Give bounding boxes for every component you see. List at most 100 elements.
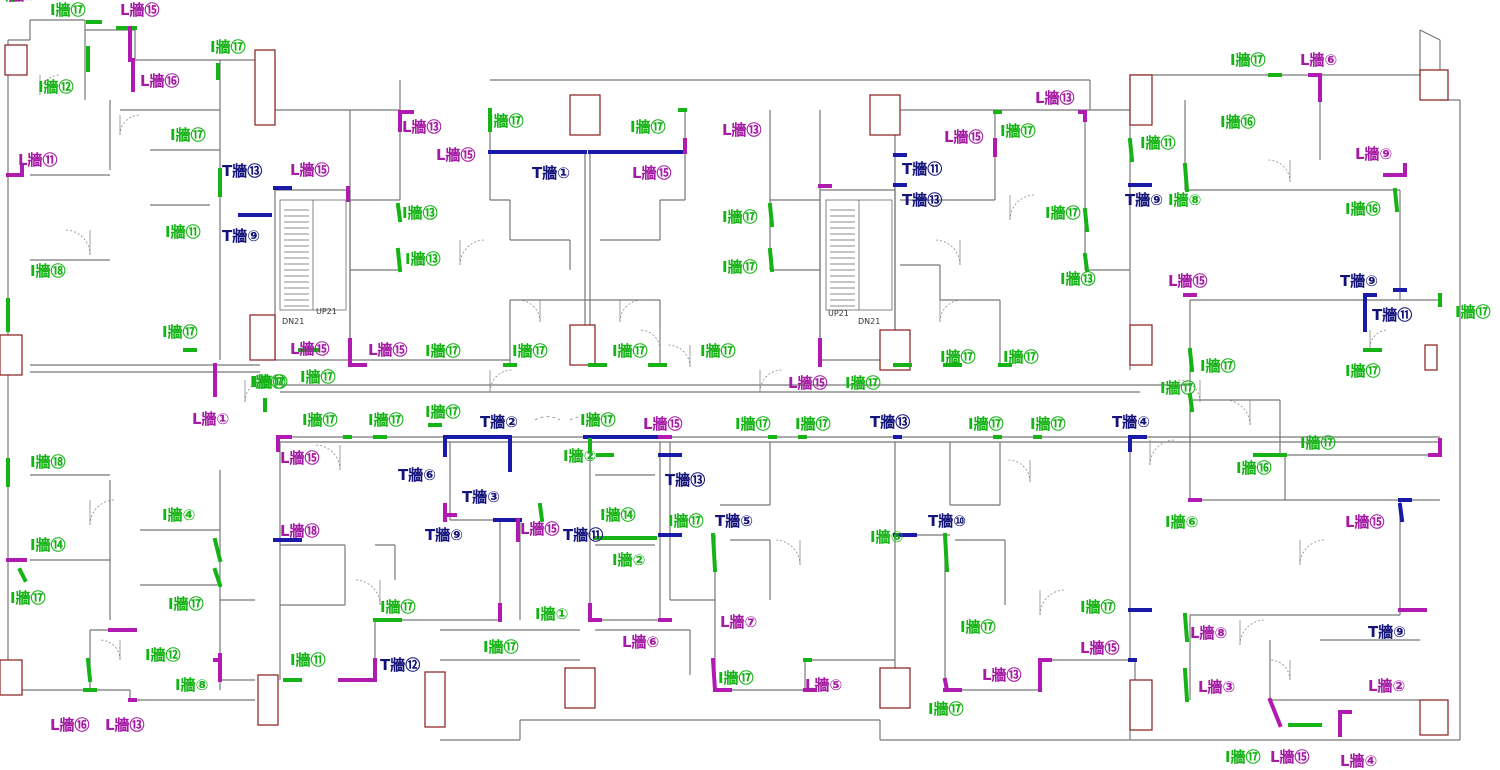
wall-label-i: I牆⑰ [162,323,198,341]
wall-label-t: T牆④ [1112,413,1150,431]
wall-label-i: I牆⑰ [10,589,46,607]
wall-label-i: I牆⑰ [1345,362,1381,380]
wall-label-l: L牆⑦ [720,613,757,631]
wall-label-i: I牆⑥ [870,528,903,546]
stair-label: UP21 [828,309,849,318]
wall-label-i: I牆② [563,447,596,465]
wall-label-t: T牆⑨ [425,526,463,544]
wall-label-t: T牆⑬ [665,471,705,489]
wall-label-i: I牆⑰ [1455,303,1491,321]
wall-label-i: I牆⑰ [512,342,548,360]
wall-label-i: I牆⑰ [1225,748,1261,766]
wall-label-i: I牆⑰ [168,595,204,613]
wall-label-l: L牆⑯ [50,716,90,734]
wall-label-l: L牆⑥ [1300,51,1337,69]
wall-label-i: I牆⑰ [250,373,286,391]
wall-label-i: I牆⑭ [30,536,66,554]
wall-label-i: I牆⑬ [1060,270,1096,288]
wall-label-l: L牆⑬ [105,716,145,734]
wall-label-l: L牆⑧ [1190,624,1227,642]
wall-label-t: T牆⑬ [902,191,942,209]
wall-label-i: I牆⑰ [968,415,1004,433]
door-swings [39,74,1389,681]
wall-label-i: I牆⑰ [425,403,461,421]
wall-label-l: L牆① [192,410,229,428]
wall-label-l: L牆⑮ [1345,513,1385,531]
stair-label: DN21 [858,317,880,326]
wall-label-i: I牆① [535,605,568,623]
wall-label-l: L牆⑬ [402,118,442,136]
wall-label-i: I牆⑯ [1345,200,1381,218]
wall-label-t: T牆⑪ [902,160,942,178]
wall-label-t: T牆③ [462,488,500,506]
wall-label-i: I牆⑰ [252,373,288,391]
wall-label-i: I牆⑰ [210,38,246,56]
wall-label-i: I牆⑰ [1045,204,1081,222]
wall-label-l: L牆⑬ [1035,89,1075,107]
wall-label-l: L牆⑮ [643,415,683,433]
wall-label-i: I牆⑥ [1165,513,1198,531]
wall-label-i: I牆⑫ [145,646,181,664]
wall-label-l: L牆⑥ [0,0,37,4]
structural-columns [0,44,1449,736]
wall-label-i: I牆④ [162,506,195,524]
wall-label-i: I牆⑰ [50,1,86,19]
wall-label-t: T牆⑪ [563,526,603,544]
wall-label-l: L牆⑨ [1355,145,1392,163]
wall-label-i: I牆⑰ [718,669,754,687]
wall-label-t: T牆⑨ [222,227,260,245]
wall-label-i: I牆⑰ [1200,357,1236,375]
wall-label-t: T牆⑨ [1340,272,1378,290]
wall-label-l: L牆⑥ [622,633,659,651]
wall-label-t: T牆⑬ [222,162,262,180]
wall-label-i: I牆⑰ [700,342,736,360]
wall-label-l: L牆⑮ [520,520,560,538]
wall-label-l: L牆⑮ [436,146,476,164]
wall-label-i: I牆⑰ [735,415,771,433]
wall-label-i: I牆⑰ [170,126,206,144]
wall-label-i: I牆⑰ [722,208,758,226]
wall-label-i: I牆⑬ [402,204,438,222]
wall-label-i: I牆⑪ [1140,134,1176,152]
wall-label-i: I牆⑰ [845,374,881,392]
wall-label-i: I牆⑪ [165,223,201,241]
wall-label-i: I牆⑫ [38,78,74,96]
wall-label-t: T牆⑨ [1125,191,1163,209]
wall-label-i: I牆⑰ [722,258,758,276]
wall-label-i: I牆⑰ [488,112,524,130]
wall-label-i: I牆⑰ [960,618,996,636]
wall-label-t: T牆⑪ [1372,306,1412,324]
wall-label-i: I牆⑰ [300,368,336,386]
wall-label-i: I牆⑰ [302,411,338,429]
wall-label-l: L牆⑮ [368,341,408,359]
wall-label-t: T牆⑫ [380,656,420,674]
wall-label-i: I牆⑥ [0,0,33,4]
stair-label: UP21 [316,307,337,316]
wall-label-i: I牆⑰ [612,342,648,360]
wall-label-i: I牆⑰ [1030,415,1066,433]
wall-label-l: L牆⑱ [280,522,320,540]
wall-label-t: T牆⑤ [715,512,753,530]
wall-label-l: L牆⑬ [722,121,762,139]
wall-label-t: T牆① [532,164,570,182]
wall-label-l: L牆⑮ [290,161,330,179]
wall-label-l: L牆⑮ [120,1,160,19]
wall-label-i: I牆⑰ [380,598,416,616]
wall-label-l: L牆⑮ [632,164,672,182]
wall-label-i: I牆⑪ [290,651,326,669]
wall-label-i: I牆⑰ [1160,379,1196,397]
wall-label-i: I牆⑰ [1000,122,1036,140]
wall-label-i: I牆⑰ [483,638,519,656]
wall-label-i: I牆⑯ [1236,459,1272,477]
wall-label-l: L牆⑤ [805,676,842,694]
wall-label-t: T牆⑬ [870,413,910,431]
stair-label: DN21 [282,317,304,326]
wall-label-i: I牆⑰ [1230,51,1266,69]
wall-label-l: L牆⑬ [982,666,1022,684]
wall-label-l: L牆② [1368,677,1405,695]
wall-label-l: L牆⑪ [18,151,58,169]
wall-label-i: I牆⑧ [1168,191,1201,209]
wall-label-i: I牆⑭ [600,506,636,524]
